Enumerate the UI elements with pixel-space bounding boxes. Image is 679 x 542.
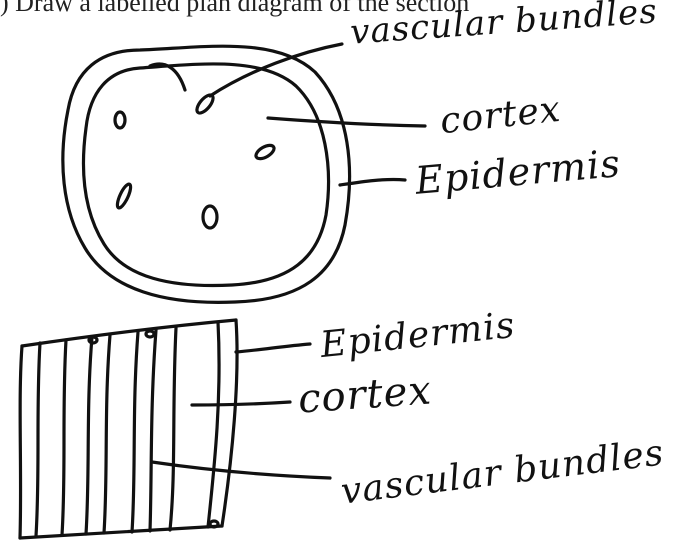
vascular-bundle [254, 143, 276, 162]
longitudinal-line [208, 322, 219, 527]
longitudinal-line [150, 330, 156, 531]
vascular-bundle [115, 183, 133, 210]
longitudinal-bottom-edge [20, 526, 222, 538]
leader-line [236, 344, 310, 352]
vascular-bundle [203, 206, 217, 228]
label-long-cortex: cortex [297, 367, 434, 422]
bundle-mark [146, 331, 154, 337]
leader-line [192, 402, 290, 405]
longitudinal-line [86, 337, 92, 534]
longitudinal-line [170, 328, 176, 530]
bundle-mark [210, 521, 218, 527]
longitudinal-line [104, 335, 110, 533]
longitudinal-line [36, 343, 40, 536]
longitudinal-line [132, 332, 138, 532]
vascular-bundle [115, 112, 125, 128]
leader-line [268, 118, 425, 126]
longitudinal-top-edge [22, 320, 236, 346]
longitudinal-line [62, 340, 66, 535]
longitudinal-right-edge [222, 320, 237, 526]
cross-section-outer-outline [63, 46, 350, 302]
longitudinal-left-edge [20, 346, 22, 538]
leader-line [152, 462, 330, 478]
